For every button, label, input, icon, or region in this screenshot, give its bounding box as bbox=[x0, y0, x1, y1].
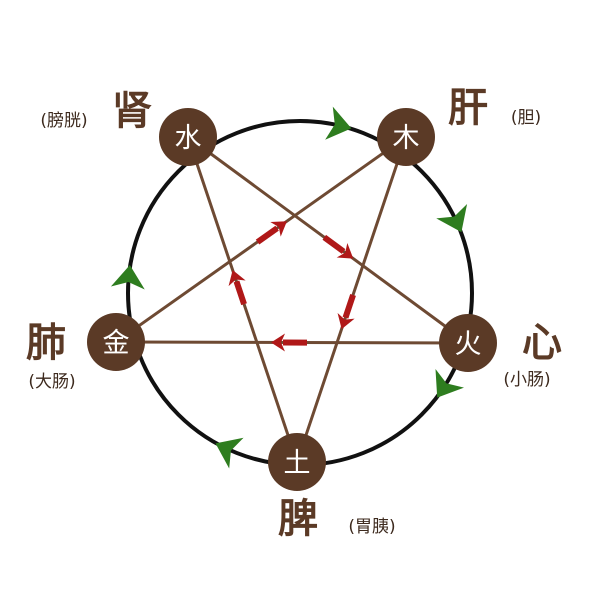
organ-label-liver: 肝 bbox=[448, 84, 488, 131]
node-earth-symbol: 土 bbox=[284, 448, 311, 479]
organ-label-heart: 心 bbox=[522, 319, 562, 366]
paired-label-bladder: (膀胱) bbox=[40, 111, 87, 131]
node-earth-circle bbox=[268, 433, 326, 491]
generating-arrow-wood-to-fire bbox=[325, 106, 352, 140]
node-metal: 金 bbox=[87, 313, 145, 371]
generating-arrow-fire-to-earth bbox=[436, 204, 468, 233]
organ-label-lung: 肺 bbox=[26, 319, 66, 366]
node-fire-symbol: 火 bbox=[455, 329, 482, 360]
node-water-symbol: 水 bbox=[175, 123, 202, 154]
controlling-arrow-metal-to-wood bbox=[255, 221, 287, 245]
node-earth: 土 bbox=[268, 433, 326, 491]
node-fire-circle bbox=[439, 314, 497, 372]
node-wood-symbol: 木 bbox=[393, 123, 420, 154]
node-metal-symbol: 金 bbox=[103, 328, 130, 359]
node-fire: 火 bbox=[439, 314, 497, 372]
generating-arrow-water-to-wood bbox=[110, 265, 145, 290]
organ-label-kidney: 肾 bbox=[112, 87, 152, 134]
generating-arrows bbox=[110, 106, 468, 469]
generating-arrow-metal-to-water bbox=[215, 437, 244, 469]
node-water: 水 bbox=[159, 108, 217, 166]
paired-label-stomach-pancreas: (胃胰) bbox=[348, 517, 395, 537]
controlling-arrows bbox=[228, 221, 356, 352]
node-metal-circle bbox=[87, 313, 145, 371]
node-wood: 木 bbox=[377, 108, 435, 166]
organ-label-spleen: 脾 bbox=[278, 495, 318, 542]
paired-label-large-intestine: (大肠) bbox=[28, 372, 75, 392]
controlling-arrow-fire-to-metal bbox=[271, 333, 308, 352]
node-wood-circle bbox=[377, 108, 435, 166]
generating-arrow-earth-to-metal bbox=[435, 369, 465, 398]
node-water-circle bbox=[159, 108, 217, 166]
generating-cycle-circle bbox=[126, 119, 474, 467]
paired-label-gallbladder: (胆) bbox=[511, 108, 541, 128]
controlling-arrow-earth-to-water bbox=[228, 270, 247, 306]
controlling-star bbox=[114, 135, 470, 464]
controlling-arrow-wood-to-earth bbox=[337, 293, 356, 330]
controlling-arrow-water-to-fire bbox=[322, 234, 354, 259]
paired-label-small-intestine: (小肠) bbox=[503, 370, 550, 390]
